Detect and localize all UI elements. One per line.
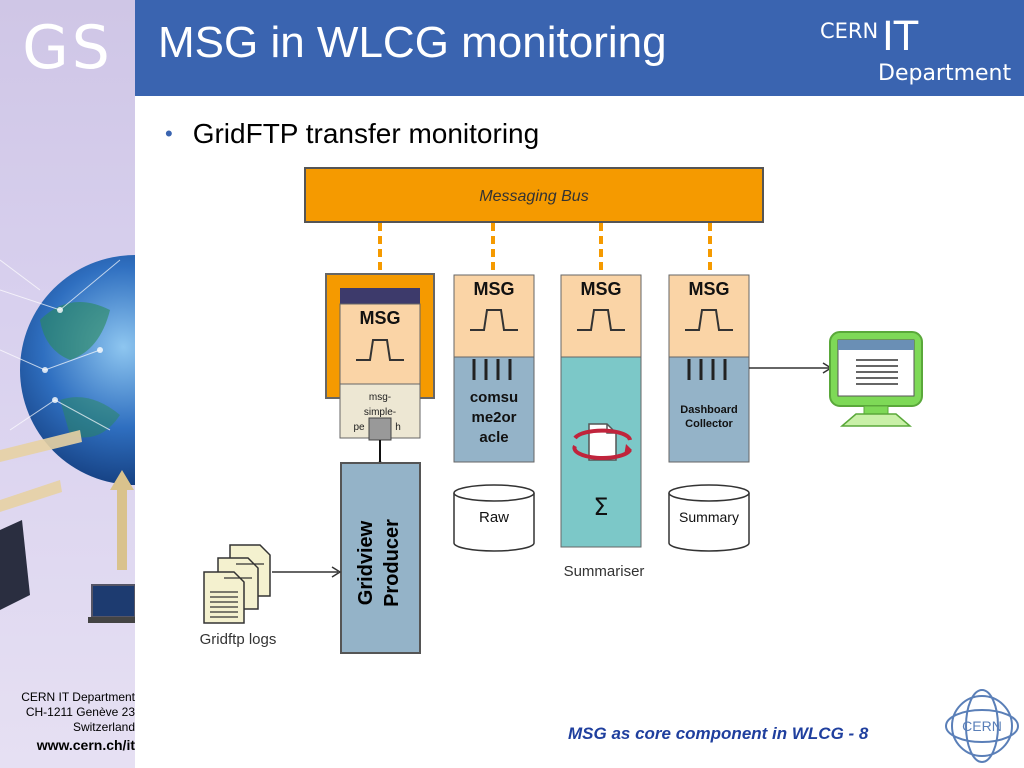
address-line-3: Switzerland <box>72 720 135 734</box>
publisher-dark-band <box>340 288 420 304</box>
consumer-pins-icon <box>472 359 512 380</box>
summary-database-icon <box>668 484 750 552</box>
logs-arrowhead-icon <box>331 566 342 578</box>
summary-database-label: Summary <box>679 509 739 525</box>
address-line-1: CERN IT Department <box>21 690 135 704</box>
log-lines <box>210 563 264 618</box>
address-line-2: CH-1211 Genève 23 <box>25 705 135 719</box>
header-bar: MSG in WLCG monitoring CERN IT Departmen… <box>135 0 1024 96</box>
sidebar: GS <box>0 0 135 768</box>
summariser-msg-box <box>560 274 642 358</box>
publisher-msg-box <box>339 303 421 385</box>
gs-logo: GS <box>22 13 113 83</box>
raw-database-icon <box>453 484 535 552</box>
summariser-msg-label: MSG <box>580 279 621 299</box>
collector-label-2: Collector <box>685 418 733 430</box>
bullet-item: • GridFTP transfer monitoring <box>165 118 539 150</box>
consumer-connector-icon <box>470 309 518 331</box>
publisher-msg-label: MSG <box>359 308 400 328</box>
bullet-text: GridFTP transfer monitoring <box>192 118 540 149</box>
raw-database-label: Raw <box>479 509 509 526</box>
footer-address: CERN IT Department CH-1211 Genève 23 Swi… <box>0 690 135 753</box>
slide-title: MSG in WLCG monitoring <box>158 18 667 67</box>
logo-it-text: IT <box>882 14 919 60</box>
summariser-sigma: Σ <box>593 493 608 521</box>
publisher-label-4: h <box>395 422 401 433</box>
consumer-label-1: comsu <box>470 389 518 406</box>
collector-label-1: Dashboard <box>680 404 737 416</box>
collector-pins-icon <box>687 359 727 380</box>
consumer-label-3: acle <box>479 429 508 446</box>
messaging-bus-label: Messaging Bus <box>479 188 588 205</box>
publisher-plug <box>368 417 392 441</box>
summariser-label: Summariser <box>564 563 645 580</box>
bullet-dot: • <box>165 121 173 146</box>
document-cycle-icon <box>572 423 632 461</box>
log-files-icon <box>203 544 271 624</box>
summariser-connector-icon <box>577 309 625 331</box>
publisher-label-2: simple- <box>364 407 396 418</box>
collector-msg-box <box>668 274 750 358</box>
gridftp-logs-label: Gridftp logs <box>200 631 277 648</box>
publisher-label-1: msg- <box>369 392 391 403</box>
consumer-msg-box <box>453 274 535 358</box>
collector-connector-icon <box>685 309 733 331</box>
producer-label-1: Gridview <box>355 520 377 605</box>
cern-it-department-logo: CERN IT Department <box>820 14 1012 86</box>
architecture-diagram: Messaging Bus MSG msg- simple- pe h Grid… <box>200 167 923 654</box>
logo-cern-text: CERN <box>820 19 878 43</box>
seal-text: CERN <box>962 718 1002 734</box>
footer-caption: MSG as core component in WLCG - 8 <box>568 724 869 743</box>
globe-network-illustration <box>0 255 135 623</box>
monitor-icon <box>829 331 923 427</box>
collector-msg-label: MSG <box>688 279 729 299</box>
publisher-connector-icon <box>356 339 404 361</box>
messaging-bus <box>304 167 764 223</box>
collector-body <box>668 356 750 463</box>
consumer-msg-label: MSG <box>473 279 514 299</box>
publisher-label-3: pe <box>353 422 365 433</box>
footer-url: www.cern.ch/it <box>36 737 135 753</box>
bus-connectors <box>378 223 712 275</box>
producer-label-2: Producer <box>381 519 403 607</box>
consumer-label-2: me2or <box>471 409 516 426</box>
cern-seal-logo: CERN <box>945 689 1019 763</box>
logo-department-text: Department <box>878 61 1012 86</box>
consumer-body <box>453 356 535 463</box>
gridview-producer-box <box>340 462 421 654</box>
